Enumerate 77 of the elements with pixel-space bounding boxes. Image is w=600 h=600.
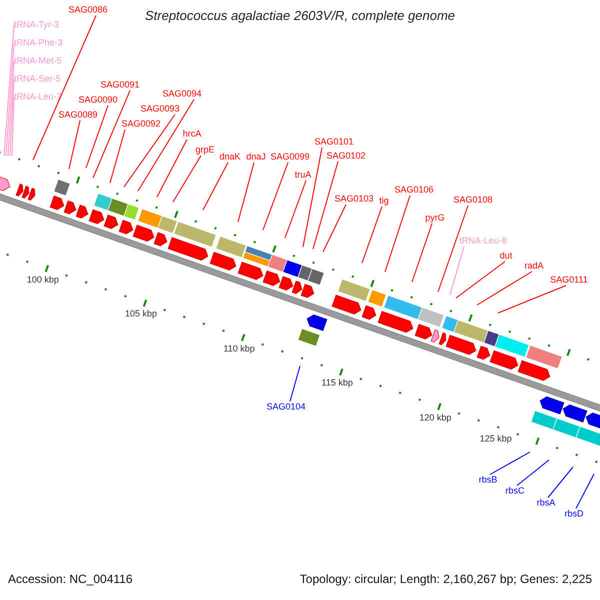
scale-label: 100 kbp: [26, 275, 59, 284]
leader-line: [124, 114, 176, 188]
gene-label: dut: [500, 250, 512, 262]
gene-label: SAG0108: [453, 194, 493, 206]
leader-line: [456, 261, 506, 298]
leader-line: [450, 246, 464, 296]
leader-line: [172, 155, 202, 202]
leader-line: [32, 15, 96, 160]
gene-label: SAG0101: [314, 136, 354, 148]
scale-label: 105 kbp: [125, 310, 158, 319]
gene-label: grpE: [196, 144, 214, 156]
scale-label: 115 kbp: [322, 378, 353, 388]
gene-label: tig: [379, 196, 389, 206]
gene-label: SAG0094: [162, 88, 202, 100]
gene-label: SAG0106: [394, 184, 434, 196]
leader-line: [576, 474, 594, 509]
leader-line: [110, 129, 126, 184]
gene-label: dnaJ: [246, 152, 266, 162]
gene-label: SAG0086: [68, 4, 108, 16]
leader-line: [438, 205, 468, 292]
leader-line: [10, 78, 14, 156]
gene-label: tRNA-Leu-7: [14, 92, 62, 102]
leader-line: [290, 366, 300, 402]
leader-line: [498, 285, 566, 314]
gene-label: rbsD: [564, 508, 584, 520]
gene-label: SAG0102: [326, 150, 366, 162]
leader-line: [68, 120, 80, 170]
gene-label: tRNA-Leu-8: [459, 236, 507, 246]
leader-line: [86, 105, 108, 168]
leader-line: [412, 223, 432, 282]
gene-label: SAG0104: [266, 402, 306, 412]
leader-line: [302, 147, 322, 248]
leader-line: [516, 460, 550, 486]
leader-line: [312, 161, 338, 250]
gene-label: tRNA-Phe-3: [14, 38, 63, 48]
leader-line: [384, 195, 410, 272]
leader-line: [156, 139, 188, 198]
gene-label: SAG0099: [270, 152, 310, 162]
footer-text: Accession: NC_004116: [8, 573, 133, 585]
scale-label: 120 kbp: [419, 413, 452, 422]
footer-text: Topology: circular; Length: 2,160,267 bp; Genes: 2,225: [300, 573, 592, 585]
gene-label: SAG0111: [550, 274, 588, 286]
leader-line: [92, 90, 130, 178]
leader-line: [6, 42, 14, 156]
scale-label: 110 kbp: [223, 344, 255, 354]
gene-label: SAG0090: [78, 94, 118, 106]
gene-label: tRNA-Ser-5: [14, 74, 61, 84]
gene-label: SAG0103: [334, 194, 374, 204]
leader-line: [202, 162, 228, 210]
leader-line: [548, 466, 574, 498]
gene-label: SAG0089: [58, 110, 98, 120]
leader-line: [138, 99, 194, 192]
leader-line: [322, 204, 346, 252]
gene-label: rbsB: [478, 474, 498, 486]
leader-line: [8, 60, 14, 156]
gene-label: tRNA-Tyr-3: [14, 20, 59, 30]
gene-label: SAG0091: [100, 80, 140, 90]
gene-label: radA: [524, 260, 544, 272]
gene-label: SAG0092: [121, 118, 161, 130]
leader-line: [476, 271, 532, 306]
gene-label: SAG0093: [140, 104, 180, 114]
gene-label: hrcA: [182, 128, 202, 140]
leader-line: [262, 162, 288, 230]
gene-label: dnaK: [219, 152, 241, 162]
leader-line: [362, 206, 382, 264]
leader-line: [284, 180, 306, 238]
leader-line: [4, 24, 14, 156]
scale-label: 125 kbp: [480, 434, 512, 444]
leader-line: [238, 162, 254, 222]
gene-label: rbsA: [536, 498, 556, 508]
gene-label: truA: [294, 170, 312, 180]
diagram-title: Streptococcus agalactiae 2603V/R, complete genome: [144, 9, 456, 22]
gene-label: rbsC: [506, 486, 524, 496]
gene-label: tRNA-Met-5: [14, 56, 62, 66]
leader-line: [12, 96, 14, 156]
gene-label: pyrG: [425, 212, 445, 224]
leader-line: [490, 452, 530, 475]
